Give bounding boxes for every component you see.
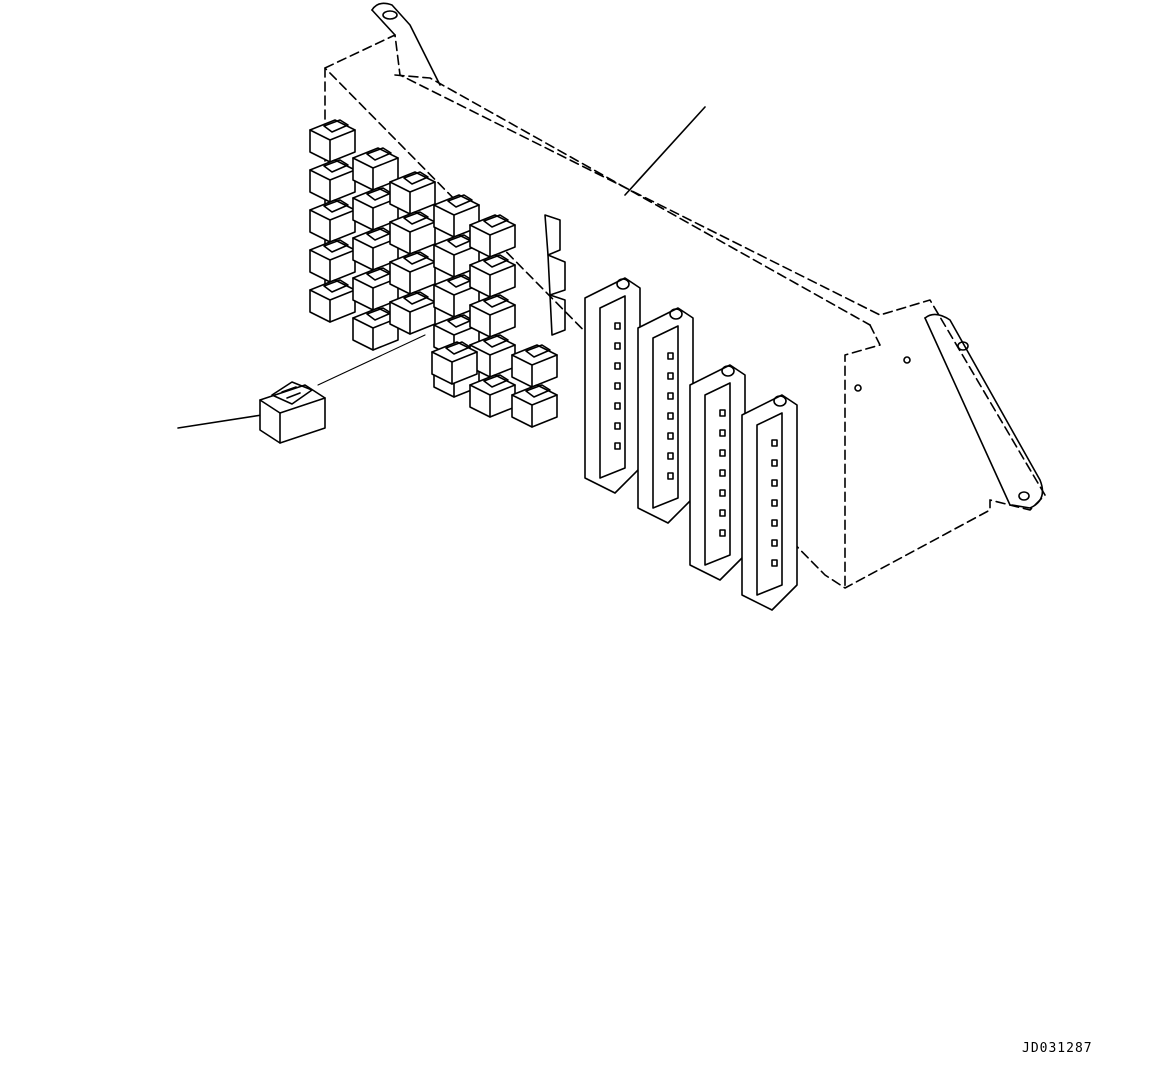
- ear-hole-upper: [957, 341, 969, 351]
- relay-column-5-relay-1: [469, 214, 516, 258]
- fuse-pin: [667, 412, 674, 420]
- fuse-pin: [771, 499, 778, 507]
- fuse-pin: [614, 322, 621, 330]
- fuse-pin: [667, 452, 674, 460]
- relay-column-1-relay-1: [309, 119, 356, 163]
- drawing-code-label: JD031287: [1022, 1041, 1093, 1056]
- plate-hole-2: [903, 356, 911, 364]
- leader-to-bracket: [624, 106, 706, 196]
- clip-brackets: [544, 214, 566, 336]
- relay-grid: [309, 119, 558, 428]
- fuse-pin: [771, 479, 778, 487]
- fuse-block-4: [741, 394, 798, 611]
- fuse-pin: [667, 352, 674, 360]
- relay-column-1-relay-3: [309, 199, 356, 243]
- leader-to-relay: [177, 414, 263, 429]
- fuse-pin: [614, 402, 621, 410]
- relay-extra-2: [511, 344, 558, 388]
- fuse-pin: [719, 409, 726, 417]
- relay-extra-1: [431, 341, 478, 385]
- fuse-pin: [667, 472, 674, 480]
- fuse-pin: [771, 539, 778, 547]
- relay-column-2-relay-4: [352, 267, 399, 311]
- fuse-pin: [614, 422, 621, 430]
- relay-column-5-relay-5: [469, 374, 516, 418]
- mounting-hole: [382, 10, 398, 20]
- fuse-pin: [614, 382, 621, 390]
- fuse-pin: [667, 432, 674, 440]
- fuse-pin: [719, 509, 726, 517]
- fuse-block-3: [689, 364, 746, 581]
- leader-to-relay-line: [317, 334, 426, 386]
- relay-column-5-relay-3: [469, 294, 516, 338]
- relay-column-1-relay-2: [309, 159, 356, 203]
- relay-column-1-relay-5: [309, 279, 356, 323]
- fuse-pin: [667, 392, 674, 400]
- fuse-pin: [667, 372, 674, 380]
- fuse-pin: [719, 429, 726, 437]
- fuse-pin: [771, 559, 778, 567]
- fuse-pin: [719, 489, 726, 497]
- fuse-pin: [719, 529, 726, 537]
- relay-column-1-relay-4: [309, 239, 356, 283]
- relay-column-5-relay-2: [469, 254, 516, 298]
- ear-hole-lower: [1018, 491, 1030, 501]
- fuse-pin: [719, 449, 726, 457]
- relay-extra-3: [511, 384, 558, 428]
- relay-column-4-relay-3: [433, 274, 480, 318]
- fuse-pin: [771, 519, 778, 527]
- fuse-pin: [719, 469, 726, 477]
- plate-hole-1: [854, 384, 862, 392]
- fuse-pin: [771, 459, 778, 467]
- fuse-pin: [614, 342, 621, 350]
- fuse-pin: [614, 442, 621, 450]
- top-mounting-tab: [371, 2, 441, 86]
- right-mounting-ear: [854, 313, 1044, 509]
- relay-column-2-relay-5: [352, 307, 399, 351]
- exploded-relay: [259, 381, 326, 444]
- fuse-block-1: [584, 277, 641, 494]
- fuse-block-2: [637, 307, 694, 524]
- fuse-pin: [614, 362, 621, 370]
- fuse-blocks: [584, 277, 798, 611]
- fuse-pin: [771, 439, 778, 447]
